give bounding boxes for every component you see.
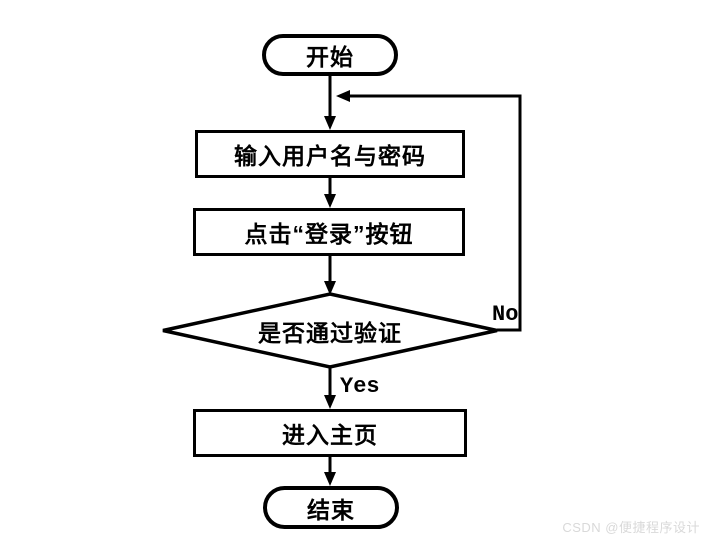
arrowhead-into-login	[324, 194, 336, 208]
node-end-label: 结束	[307, 496, 355, 523]
node-start: 开始	[262, 34, 398, 76]
node-verify-label: 是否通过验证	[258, 320, 402, 346]
node-input-credentials: 输入用户名与密码	[195, 130, 465, 178]
edge-label-yes: Yes	[340, 374, 380, 399]
arrowhead-into-verify	[324, 281, 336, 295]
edge-label-no: No	[492, 302, 519, 327]
node-enter-home-label: 进入主页	[282, 422, 378, 448]
watermark: CSDN @便捷程序设计	[562, 520, 700, 535]
arrowhead-into-home	[324, 395, 336, 409]
node-verify: 是否通过验证	[163, 294, 497, 368]
arrowhead-into-end	[324, 472, 336, 486]
node-enter-home: 进入主页	[193, 409, 467, 457]
arrowhead-into-input	[324, 116, 336, 130]
node-click-login: 点击“登录”按钮	[193, 208, 465, 256]
node-end: 结束	[263, 486, 399, 529]
node-click-login-label: 点击“登录”按钮	[244, 221, 414, 247]
node-start-label: 开始	[306, 44, 354, 70]
arrowhead-no-loop	[336, 90, 350, 102]
node-input-credentials-label: 输入用户名与密码	[234, 143, 426, 169]
